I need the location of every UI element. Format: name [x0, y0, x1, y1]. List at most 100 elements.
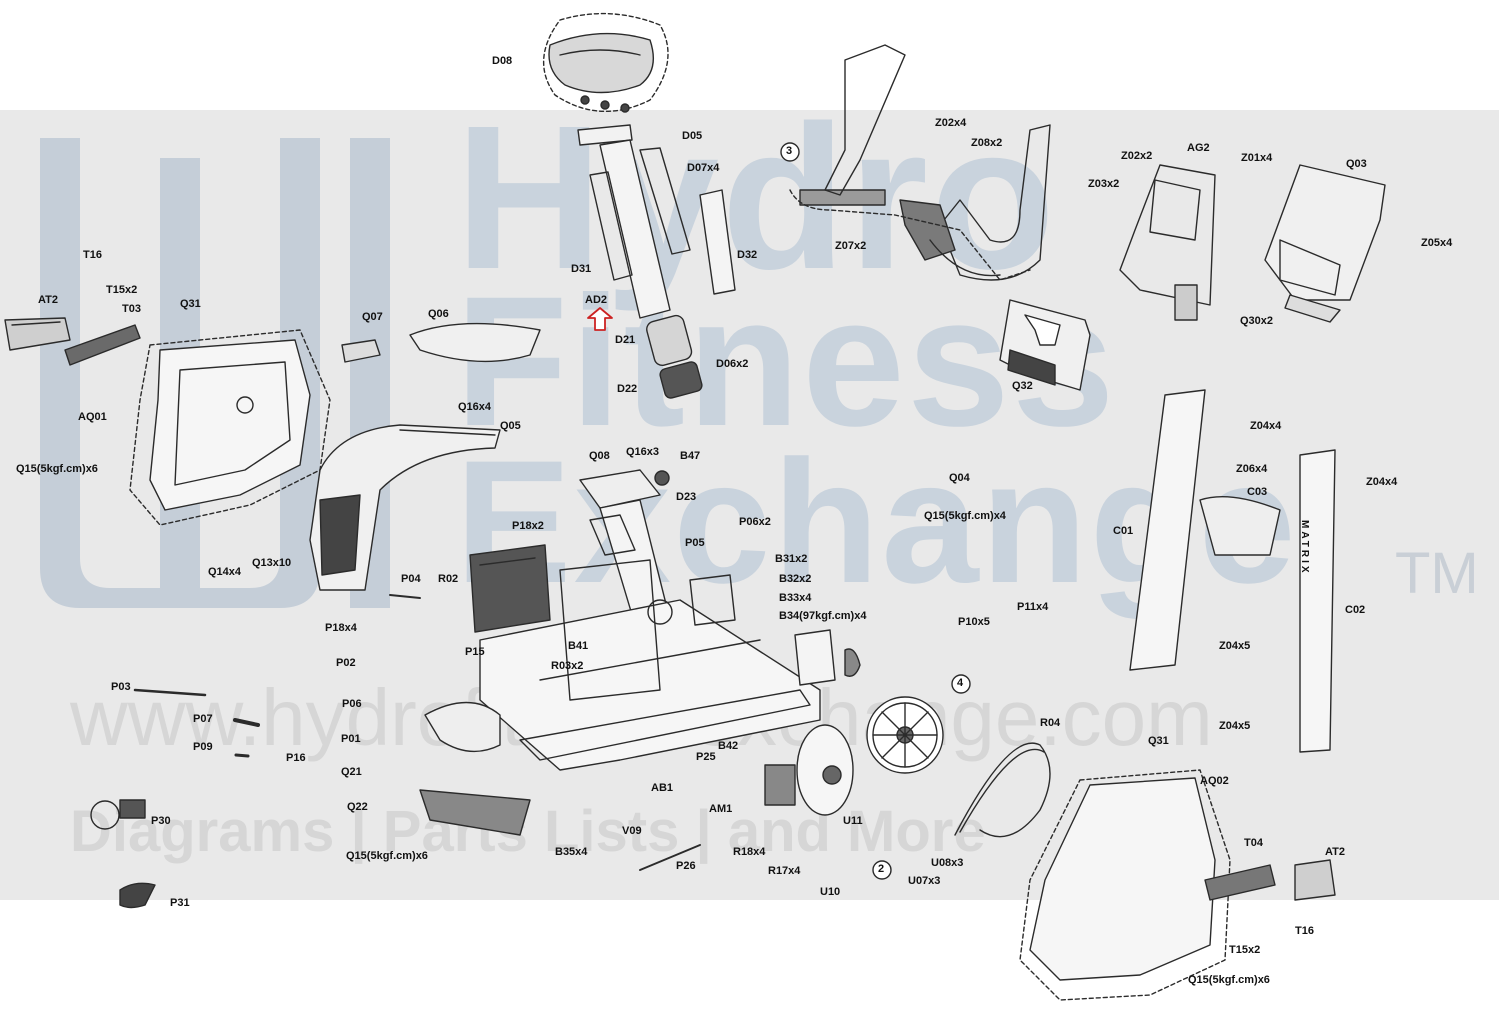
- callout-circle-3: [780, 142, 800, 162]
- seat: [543, 12, 669, 113]
- label-t16-right: T16: [1295, 925, 1314, 937]
- label-d08: D08: [492, 55, 513, 67]
- label-b47: B47: [680, 450, 701, 462]
- label-z02x2: Z02x2: [1121, 150, 1153, 162]
- label-q06: Q06: [428, 308, 449, 320]
- seat-post: [577, 124, 736, 399]
- label-t15x2-left: T15x2: [106, 284, 138, 296]
- label-c01: C01: [1113, 525, 1134, 537]
- label-r03x2: R03x2: [551, 660, 584, 672]
- callout-circle-4: [951, 674, 971, 694]
- label-p30: P30: [151, 815, 171, 827]
- label-d07x4: D07x4: [687, 162, 720, 174]
- label-q31-left: Q31: [180, 298, 201, 310]
- small-hardware: [90, 594, 861, 909]
- label-d21: D21: [615, 334, 636, 346]
- label-q15-right: Q15(5kgf.cm)x6: [1188, 974, 1270, 986]
- right-shroud: [1019, 769, 1336, 1001]
- label-q22: Q22: [347, 801, 368, 813]
- label-q15-stabilizer: Q15(5kgf.cm)x6: [346, 850, 428, 862]
- label-q15-console: Q15(5kgf.cm)x4: [924, 510, 1006, 522]
- label-z06x4: Z06x4: [1236, 463, 1268, 475]
- label-c02: C02: [1345, 604, 1366, 616]
- label-u11: U11: [843, 815, 863, 827]
- label-p09: P09: [193, 741, 213, 753]
- rear-cover: [1264, 164, 1386, 323]
- label-q07: Q07: [362, 311, 383, 323]
- callout-2: 2: [878, 863, 885, 875]
- label-p03: P03: [111, 681, 131, 693]
- callout-4: 4: [957, 677, 964, 689]
- label-z02x4: Z02x4: [935, 117, 967, 129]
- label-p26: P26: [676, 860, 696, 872]
- label-b34: B34(97kgf.cm)x4: [779, 610, 867, 622]
- label-p02: P02: [336, 657, 356, 669]
- front-shroud: [309, 424, 501, 591]
- label-p01: P01: [341, 733, 361, 745]
- label-b32x2: B32x2: [779, 573, 812, 585]
- label-u10: U10: [820, 886, 841, 898]
- label-z04x4-upper: Z04x4: [1250, 420, 1282, 432]
- label-p18x4: P18x4: [325, 622, 357, 634]
- label-p25: P25: [696, 751, 716, 763]
- label-z03x2: Z03x2: [1088, 178, 1120, 190]
- flywheel: [866, 696, 944, 774]
- front-stabilizer: [419, 701, 531, 836]
- label-p18x2: P18x2: [512, 520, 544, 532]
- frame-brand-text: MATRIX: [1299, 520, 1310, 576]
- label-t15x2-right: T15x2: [1229, 944, 1261, 956]
- label-z08x2: Z08x2: [971, 137, 1003, 149]
- label-z04x5-mid: Z04x5: [1219, 640, 1251, 652]
- label-p07: P07: [193, 713, 213, 725]
- label-d05: D05: [682, 130, 703, 142]
- label-v09: V09: [622, 825, 642, 837]
- label-d32: D32: [737, 249, 758, 261]
- label-q05: Q05: [500, 420, 521, 432]
- watermark-hydro: Hydro: [455, 83, 1058, 312]
- rear-posts: [1129, 389, 1336, 753]
- label-t16-left: T16: [83, 249, 102, 261]
- label-q30x2: Q30x2: [1240, 315, 1274, 327]
- label-q03: Q03: [1346, 158, 1367, 170]
- up-arrow-icon: [587, 307, 613, 331]
- control-board: [469, 544, 551, 633]
- label-p16: P16: [286, 752, 306, 764]
- label-r18x4: R18x4: [733, 846, 766, 858]
- label-q13x10: Q13x10: [252, 557, 292, 569]
- label-q31-right: Q31: [1148, 735, 1169, 747]
- label-aq02: AQ02: [1200, 775, 1229, 787]
- label-z04x4-right: Z04x4: [1366, 476, 1398, 488]
- label-b35x4: B35x4: [555, 846, 588, 858]
- label-at2-left: AT2: [38, 294, 58, 306]
- label-r02: R02: [438, 573, 459, 585]
- label-q32: Q32: [1012, 380, 1033, 392]
- label-z07x2: Z07x2: [835, 240, 867, 252]
- label-b31x2: B31x2: [775, 553, 808, 565]
- left-shroud: [129, 329, 331, 526]
- label-u08x3: U08x3: [931, 857, 964, 869]
- label-p11x4: P11x4: [1017, 601, 1049, 613]
- label-d31: D31: [571, 263, 592, 275]
- left-pedal: [4, 317, 141, 366]
- label-am1: AM1: [709, 803, 733, 815]
- label-p06x2: P06x2: [739, 516, 771, 528]
- label-p05: P05: [685, 537, 705, 549]
- label-p15: P15: [465, 646, 485, 658]
- callout-3: 3: [786, 145, 793, 157]
- label-b42: B42: [718, 740, 739, 752]
- label-q15-left: Q15(5kgf.cm)x6: [16, 463, 98, 475]
- label-t03: T03: [122, 303, 141, 315]
- label-p06: P06: [342, 698, 362, 710]
- label-u07x3: U07x3: [908, 875, 941, 887]
- label-q21: Q21: [341, 766, 362, 778]
- console-mount: [999, 299, 1091, 391]
- label-p04: P04: [401, 573, 421, 585]
- label-ab1: AB1: [651, 782, 674, 794]
- label-t04: T04: [1244, 837, 1263, 849]
- label-d23: D23: [676, 491, 697, 503]
- label-z01x4: Z01x4: [1241, 152, 1273, 164]
- label-b33x4: B33x4: [779, 592, 812, 604]
- label-p10x5: P10x5: [958, 616, 990, 628]
- watermark-tm: TM: [1395, 541, 1479, 606]
